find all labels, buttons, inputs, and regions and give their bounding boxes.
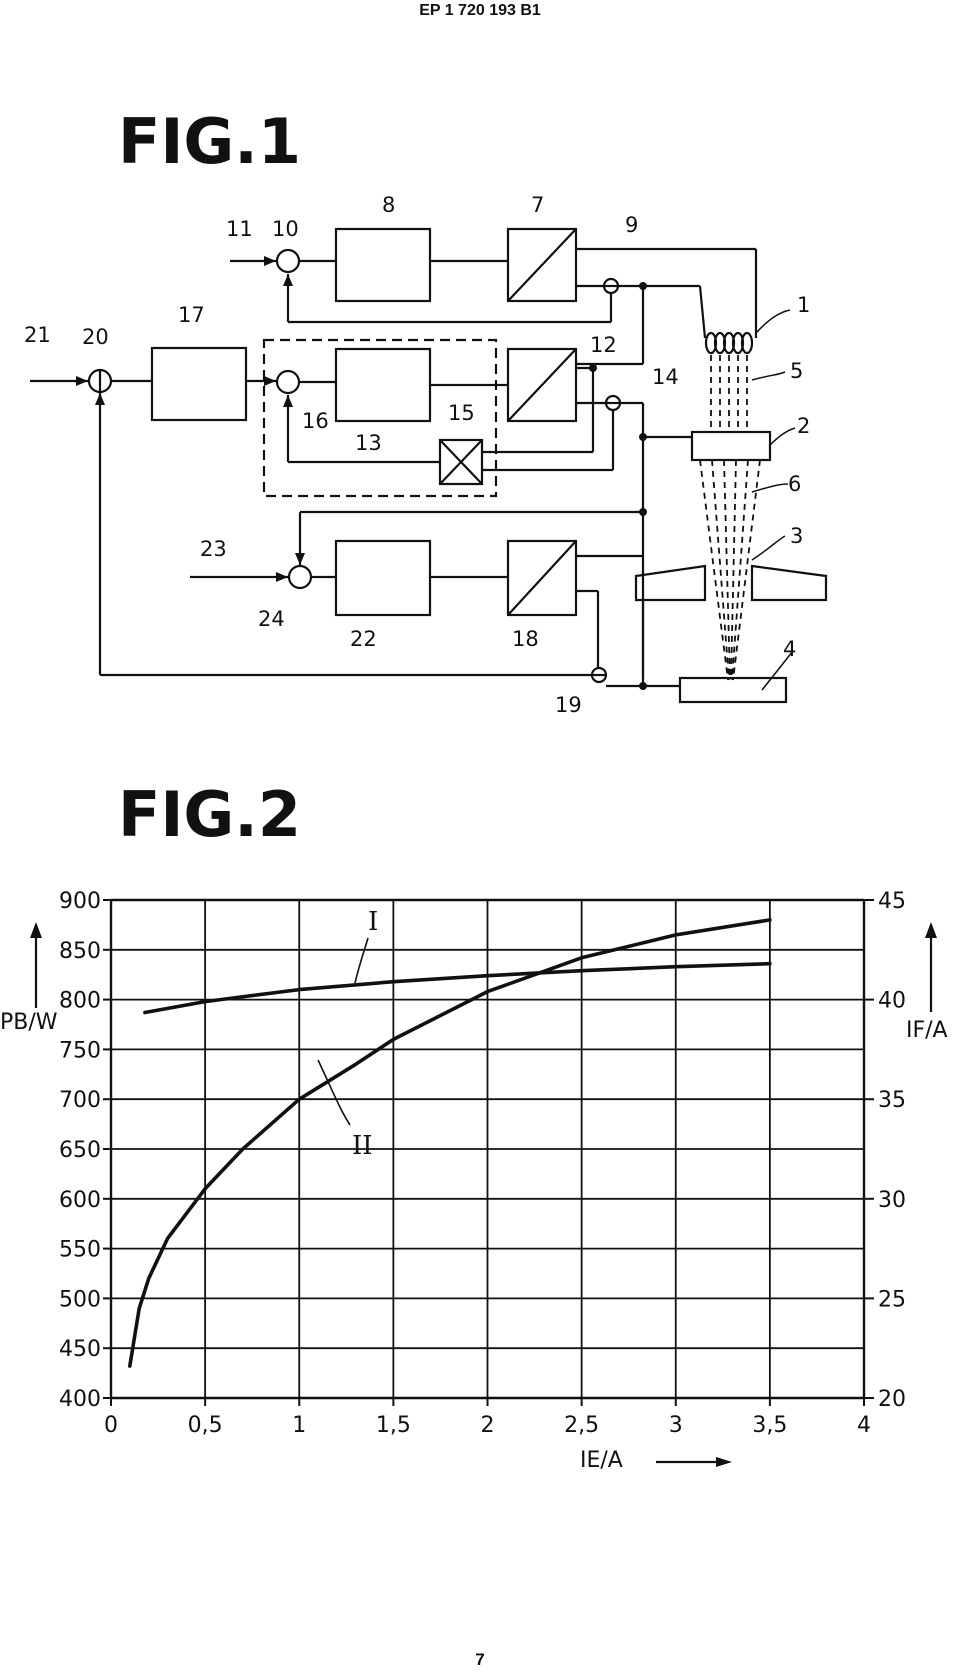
- axis-arrows: [30, 922, 937, 1467]
- page-number: 7: [475, 1650, 485, 1669]
- y-left-tick-label: 550: [59, 1238, 101, 1263]
- y-left-tick-label: 500: [59, 1287, 101, 1312]
- sum-16: [275, 369, 301, 395]
- curve-label-I: I: [368, 907, 378, 937]
- electron-beam: [699, 355, 761, 681]
- converter-7: [506, 227, 578, 303]
- fig1-wiring: [30, 227, 828, 704]
- ref-2: 2: [797, 414, 810, 438]
- x-tick-label: 2: [481, 1413, 495, 1438]
- y-right-tick-label: 25: [878, 1287, 906, 1312]
- x-axis-label: IE/A: [580, 1448, 623, 1473]
- y-right-tick-label: 20: [878, 1387, 906, 1412]
- x-tick-label: 3,5: [752, 1413, 787, 1438]
- lens-right-3: [750, 564, 828, 602]
- plot-ticks: 0 0,5 1 1,5 2 2,5 3 3,5 4 400 450 500 550 600 650 700 75…: [59, 889, 906, 1438]
- ref-19: 19: [555, 693, 582, 717]
- series-line-I: [143, 961, 772, 1015]
- block-22: [334, 539, 432, 617]
- workpiece-4: [678, 676, 788, 704]
- right-axis-label: IF/A: [906, 1018, 948, 1043]
- patent-header: EP 1 720 193 B1: [419, 2, 541, 19]
- ref-1: 1: [797, 293, 810, 317]
- ref-22: 22: [350, 627, 377, 651]
- y-left-tick-label: 900: [59, 889, 101, 914]
- ref-7: 7: [531, 193, 544, 217]
- ref-24: 24: [258, 607, 285, 631]
- lens-left-3: [634, 564, 707, 602]
- ref-11: 11: [226, 217, 253, 241]
- x-tick-label: 2,5: [564, 1413, 599, 1438]
- ref-13: 13: [355, 431, 382, 455]
- x-tick-label: 1: [292, 1413, 306, 1438]
- dashed-group: [262, 338, 498, 498]
- fig2-chart: FIG.2 0 0,5 1 1,5 2 2,5 3 3,5 4 400 450 500 550 600 65…: [0, 778, 948, 1473]
- ref-3: 3: [790, 524, 803, 548]
- block-13: [334, 347, 432, 423]
- y-left-tick-label: 450: [59, 1337, 101, 1362]
- x-tick-label: 3: [669, 1413, 683, 1438]
- ref-9: 9: [625, 213, 638, 237]
- curve-label-II: II: [352, 1131, 373, 1161]
- x-tick-label: 1,5: [376, 1413, 411, 1438]
- y-left-tick-label: 650: [59, 1138, 101, 1163]
- curve-leaders: [317, 937, 369, 1126]
- y-right-tick-label: 40: [878, 989, 906, 1014]
- fig1-junctions: [589, 282, 647, 690]
- fig1-arrows: [76, 256, 305, 582]
- y-left-tick-label: 700: [59, 1088, 101, 1113]
- ref-16: 16: [302, 409, 329, 433]
- ref-20: 20: [82, 325, 109, 349]
- fig1-title: FIG.1: [118, 105, 301, 178]
- fig2-title: FIG.2: [118, 778, 301, 851]
- plot-series: [128, 918, 772, 1368]
- fig1-leaders: [751, 309, 796, 691]
- x-tick-label: 4: [857, 1413, 871, 1438]
- ref-5: 5: [790, 359, 803, 383]
- series-line-II: [128, 918, 772, 1368]
- ref-12: 12: [590, 333, 617, 357]
- y-left-tick-label: 400: [59, 1387, 101, 1412]
- ref-17: 17: [178, 303, 205, 327]
- ref-18: 18: [512, 627, 539, 651]
- sum-10: [275, 248, 301, 274]
- left-axis-label: PB/W: [0, 1010, 58, 1035]
- ref-14: 14: [652, 365, 679, 389]
- y-left-tick-label: 850: [59, 939, 101, 964]
- y-right-tick-label: 45: [878, 889, 906, 914]
- ref-10: 10: [272, 217, 299, 241]
- sum-24: [287, 564, 313, 590]
- ref-21: 21: [24, 323, 51, 347]
- fig1-block-diagram: FIG.1: [24, 105, 828, 717]
- x-tick-label: 0,5: [188, 1413, 223, 1438]
- y-right-tick-label: 30: [878, 1188, 906, 1213]
- ref-6: 6: [788, 472, 801, 496]
- ref-8: 8: [382, 193, 395, 217]
- electrode-2: [690, 430, 772, 462]
- block-8: [334, 227, 432, 303]
- ref-23: 23: [200, 537, 227, 561]
- plot-grid: [109, 898, 866, 1400]
- x-tick-label: 0: [104, 1413, 118, 1438]
- y-left-tick-label: 750: [59, 1038, 101, 1063]
- block-17: [150, 346, 248, 422]
- fig1-reference-numerals: 1 2 3 4 5 6 7 8 9 10 11 12 13 14 15 16 1…: [24, 193, 810, 717]
- ref-4: 4: [783, 637, 796, 661]
- y-left-tick-label: 800: [59, 989, 101, 1014]
- y-left-tick-label: 600: [59, 1188, 101, 1213]
- ref-15: 15: [448, 401, 475, 425]
- y-right-tick-label: 35: [878, 1088, 906, 1113]
